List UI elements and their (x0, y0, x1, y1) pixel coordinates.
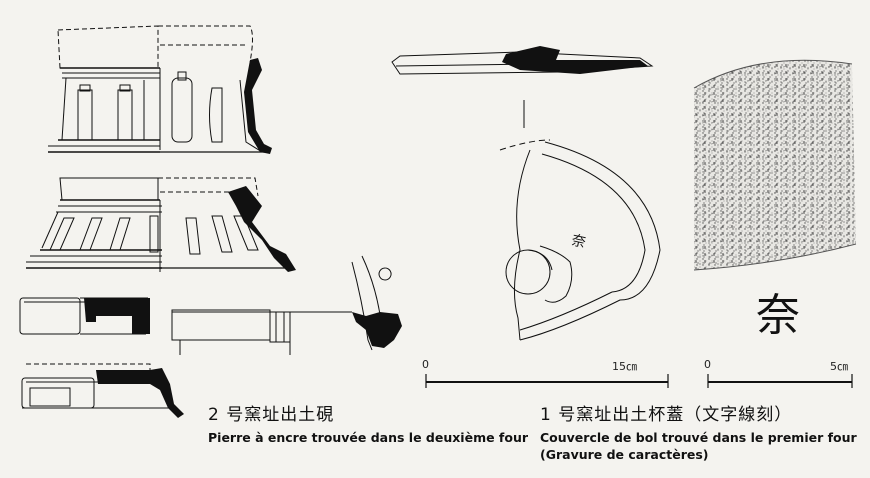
cup-lid-top-view (499, 139, 661, 341)
right-caption-french-line1: Couvercle de bol trouvé dans le premier … (540, 430, 857, 445)
cup-lid-profile-black (502, 46, 648, 74)
left-caption-french: Pierre à encre trouvée dans le deuxième … (208, 430, 529, 445)
inkstone-section-black-1 (244, 58, 272, 154)
cup-lid-inscription: 奈 (570, 232, 587, 251)
inkstone-section-black-4 (352, 312, 402, 348)
inkstone-elevation-2 (26, 177, 290, 272)
scale-bar-15cm (425, 374, 669, 388)
scale-large-end: 15㎝ (612, 360, 637, 373)
left-caption-japanese: 2 号窯址出土硯 (208, 405, 335, 425)
inkstone-section-3 (19, 255, 392, 355)
scale-small-end: 5㎝ (830, 360, 848, 373)
inkstone-section-black-5 (96, 368, 184, 418)
inscription-rubbing (693, 59, 857, 271)
right-caption-japanese: 1 号窯址出土杯蓋（文字線刻） (540, 405, 793, 425)
engraved-character-tracing: 奈 (756, 290, 800, 341)
inkstone-section-black-3 (84, 298, 150, 334)
scale-bar-5cm (707, 374, 853, 388)
scale-small-start: 0 (704, 358, 711, 371)
inkstone-elevation-1 (48, 25, 268, 153)
inkstone-section-black-2 (228, 186, 296, 272)
scale-large-start: 0 (422, 358, 429, 371)
right-caption-french-line2: (Gravure de caractères) (540, 447, 709, 462)
